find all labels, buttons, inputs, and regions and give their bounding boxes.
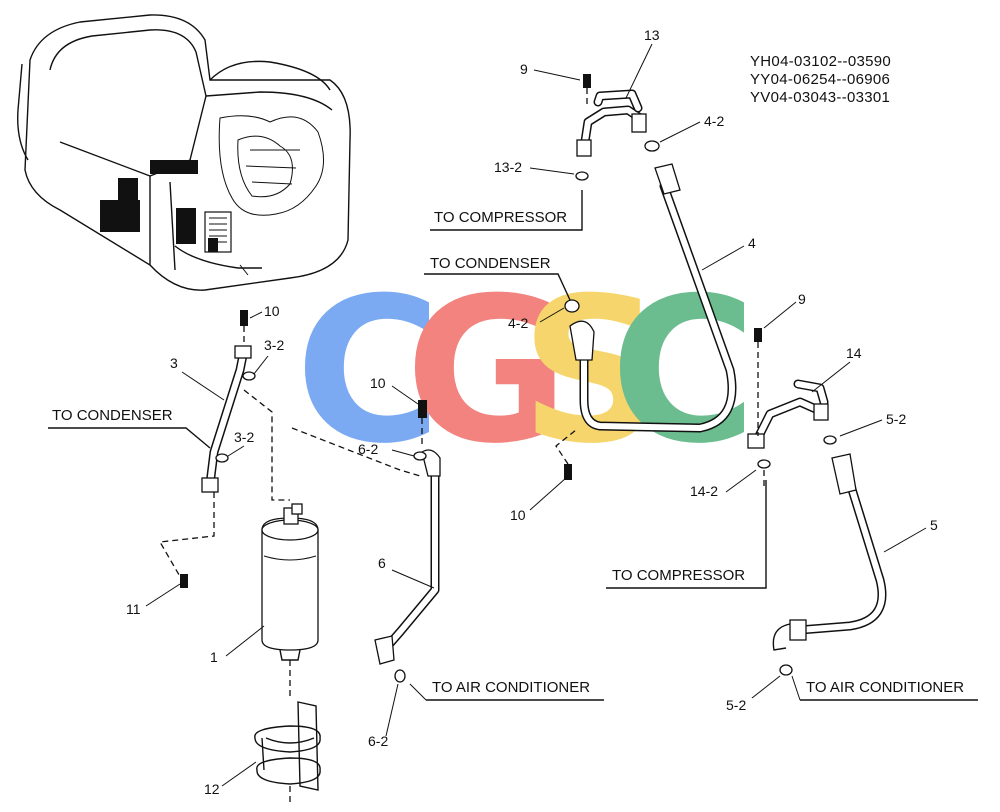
callout-9-right: 9 xyxy=(798,291,806,307)
destination-labels: TO COMPRESSOR TO CONDENSER TO CONDENSER … xyxy=(48,190,978,701)
label-to-condenser-left: TO CONDENSER xyxy=(52,407,173,424)
callout-4-2-top: 4-2 xyxy=(704,113,724,129)
callout-11: 11 xyxy=(126,601,141,617)
cab-overview-illustration xyxy=(17,14,351,291)
pipe-part-6 xyxy=(291,400,441,683)
callout-10-center: 10 xyxy=(370,375,386,391)
serial-number-block: YH04-03102--03590 YY04-06254--06906 YV04… xyxy=(750,53,891,106)
serial-number-line-1: YH04-03102--03590 xyxy=(750,53,891,70)
callout-5: 5 xyxy=(930,517,938,533)
callout-3-2-bottom: 3-2 xyxy=(234,429,254,445)
callout-6-2-top: 6-2 xyxy=(358,441,378,457)
callout-13: 13 xyxy=(644,27,660,43)
callout-12: 12 xyxy=(204,781,220,797)
callout-13-2: 13-2 xyxy=(494,159,522,175)
callout-14-2: 14-2 xyxy=(690,483,718,499)
hose-part-4 xyxy=(555,140,737,480)
pipe-part-3 xyxy=(158,310,290,588)
serial-number-line-2: YY04-06254--06906 xyxy=(750,71,890,88)
pipe-part-14 xyxy=(747,328,837,490)
callout-3: 3 xyxy=(170,355,178,371)
pipe-part-13 xyxy=(575,74,647,181)
label-to-compressor-right: TO COMPRESSOR xyxy=(612,567,745,584)
callout-4-2-mid: 4-2 xyxy=(508,315,528,331)
receiver-drier-part-1 xyxy=(261,503,319,700)
callouts: 13 9 4-2 13-2 4 4-2 9 14 5-2 14-2 5 5-2 … xyxy=(126,27,938,797)
callout-10-left: 10 xyxy=(264,303,280,319)
label-to-air-conditioner-center: TO AIR CONDITIONER xyxy=(432,679,590,696)
callout-1: 1 xyxy=(210,649,218,665)
watermark-letter-s: S xyxy=(520,255,664,488)
callout-5-2-top: 5-2 xyxy=(886,411,906,427)
watermark: C G S C xyxy=(295,255,757,488)
callout-10-mid: 10 xyxy=(510,507,526,523)
label-to-compressor-top: TO COMPRESSOR xyxy=(434,209,567,226)
watermark-letter-c1: C xyxy=(295,255,442,488)
label-to-condenser-mid: TO CONDENSER xyxy=(430,255,551,272)
callout-9-top: 9 xyxy=(520,61,528,77)
callout-4: 4 xyxy=(748,235,756,251)
watermark-letter-g: G xyxy=(405,255,569,488)
callout-3-2-top: 3-2 xyxy=(264,337,284,353)
callout-14: 14 xyxy=(846,345,862,361)
callout-6: 6 xyxy=(378,555,386,571)
hose-part-5 xyxy=(772,453,887,676)
bracket-part-12 xyxy=(254,701,321,806)
serial-number-line-3: YV04-03043--03301 xyxy=(750,89,890,106)
label-to-air-conditioner-right: TO AIR CONDITIONER xyxy=(806,679,964,696)
callout-5-2-bottom: 5-2 xyxy=(726,697,746,713)
callout-6-2-bottom: 6-2 xyxy=(368,733,388,749)
